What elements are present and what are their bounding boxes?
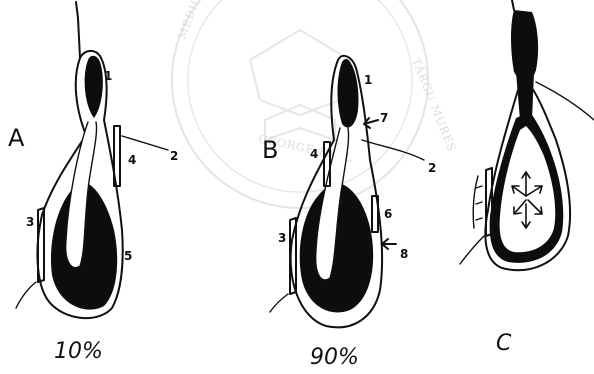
panel-c: C xyxy=(460,0,594,356)
panel-a-upper-mass xyxy=(85,56,103,118)
panel-b-structure-6 xyxy=(372,196,378,232)
panel-b-label-3: 3 xyxy=(278,231,286,245)
panel-a-label-2: 2 xyxy=(170,149,178,163)
panel-a-label-1: 1 xyxy=(104,69,112,83)
panel-b-label-7: 7 xyxy=(380,111,388,125)
panel-a-label-3: 3 xyxy=(26,215,34,229)
watermark-seal: MEDICINĂ, FARMACIE, ȘTIINȚE GEORGE EMIL … xyxy=(172,0,460,208)
panel-a-cord xyxy=(76,2,80,58)
panel-b-lower-line xyxy=(270,294,288,312)
panel-b-caption: 90% xyxy=(310,345,359,370)
panel-c-upper-mass xyxy=(511,10,538,81)
panel-b-arrow-8 xyxy=(382,239,396,249)
panel-c-cord-band xyxy=(516,72,534,120)
panel-a-letter: A xyxy=(8,124,25,152)
panel-b-label-1: 1 xyxy=(364,73,372,87)
watermark-text-right: TÂRGU MUREȘ xyxy=(409,56,459,154)
panel-a: 1 2 3 4 5 A 10% xyxy=(8,2,178,364)
panel-b-label-4: 4 xyxy=(310,147,318,161)
panel-c-lower-line xyxy=(460,236,484,264)
panel-a-structure-4 xyxy=(114,126,120,186)
panel-a-label-4: 4 xyxy=(128,153,136,167)
panel-a-caption: 10% xyxy=(54,339,103,364)
panel-c-cord xyxy=(512,0,514,10)
panel-b-label-6: 6 xyxy=(384,207,392,221)
panel-a-lower-line xyxy=(16,282,36,308)
panel-a-leader-2 xyxy=(122,136,168,150)
panel-b-letter: B xyxy=(262,136,278,164)
panel-b-label-2: 2 xyxy=(428,161,436,175)
watermark-text-left: MEDICINĂ, FARMACIE, ȘTIINȚE xyxy=(175,0,262,41)
panel-a-label-5: 5 xyxy=(124,249,132,263)
panel-c-caption: C xyxy=(496,331,512,356)
panel-b-label-8: 8 xyxy=(400,247,408,261)
panel-c-side-folds xyxy=(473,176,482,228)
